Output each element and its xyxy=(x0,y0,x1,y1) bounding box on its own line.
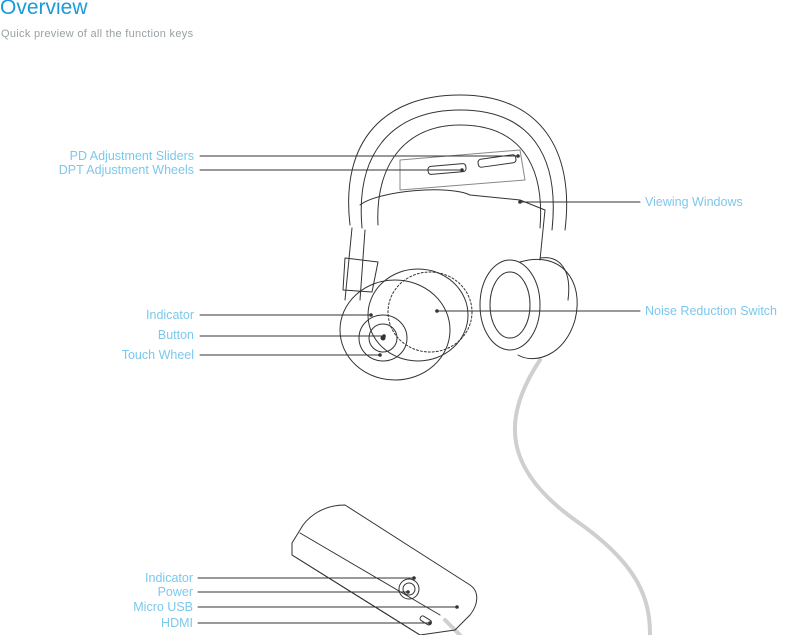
label-box-indicator: Indicator xyxy=(145,571,193,585)
visor-housing xyxy=(359,189,546,261)
right-earcup xyxy=(479,258,578,360)
label-touch-wheel: Touch Wheel xyxy=(121,348,194,362)
headband xyxy=(348,94,568,231)
page-title: Overview xyxy=(0,0,88,19)
label-headset-indicator: Indicator xyxy=(146,308,194,322)
leader-lines xyxy=(197,155,641,624)
page-subtitle: Quick preview of all the function keys xyxy=(1,28,194,40)
label-dpt-adjustment-wheels: DPT Adjustment Wheels xyxy=(58,163,194,177)
label-noise-reduction-switch: Noise Reduction Switch xyxy=(645,304,778,318)
pd-slider-left xyxy=(427,163,467,175)
label-box-power: Power xyxy=(157,585,193,599)
label-viewing-windows: Viewing Windows xyxy=(645,195,743,209)
label-hdmi: HDMI xyxy=(161,616,193,630)
left-arm xyxy=(344,227,366,301)
label-pd-adjustment-sliders: PD Adjustment Sliders xyxy=(69,149,194,163)
label-headset-button: Button xyxy=(157,328,194,342)
cable-to-box xyxy=(443,618,462,635)
cable xyxy=(512,358,652,635)
left-earcup xyxy=(339,268,473,381)
pd-slider-right xyxy=(477,154,517,168)
label-micro-usb: Micro USB xyxy=(133,600,193,614)
compute-box xyxy=(291,504,478,635)
